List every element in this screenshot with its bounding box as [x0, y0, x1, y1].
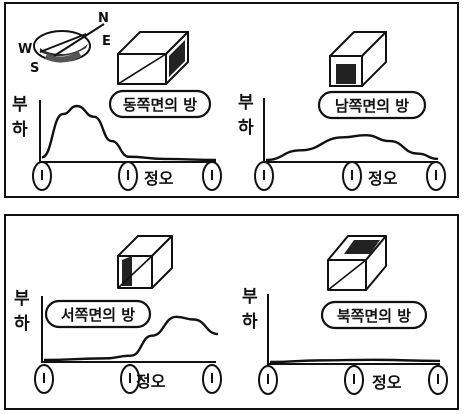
compass-west-label: W — [18, 42, 32, 57]
west-room-chart: 부 하 서쪽면의 방 정오 — [14, 289, 222, 394]
east-room-label: 동쪽면의 방 — [123, 96, 197, 114]
north-room-box-icon — [327, 235, 387, 291]
west-load-curve — [43, 315, 219, 362]
east-load-curve — [41, 104, 217, 162]
compass-terrain — [44, 51, 82, 63]
south-room-chart: 부 하 남쪽면의 방 정오 — [238, 90, 446, 191]
south-load-curve — [265, 133, 439, 162]
north-y-label-top: 부 — [242, 287, 258, 307]
east-room-chart: 부 하 동쪽면의 방 정오 — [12, 89, 222, 191]
east-y-label-top: 부 — [12, 95, 28, 115]
north-y-label-bottom: 하 — [242, 312, 258, 332]
east-noon-label: 정오 — [144, 169, 174, 188]
north-chart-axes — [267, 294, 440, 365]
bottom-panel: 부 하 서쪽면의 방 정오 부 하 북쪽면의 방 — [4, 214, 459, 410]
west-room-box-icon — [117, 235, 173, 289]
compass-diagram: N E W S — [18, 11, 111, 76]
compass-needle — [53, 23, 105, 57]
compass-shade — [40, 44, 88, 57]
west-chart-axes — [41, 296, 216, 363]
compass-south-label: S — [30, 61, 39, 76]
east-room-label-pill — [108, 89, 212, 119]
south-room-label: 남쪽면의 방 — [335, 97, 409, 115]
west-room-label: 서쪽면의 방 — [61, 306, 135, 324]
top-panel-drawing: N E W S 부 하 동쪽면의 방 — [12, 11, 446, 191]
south-noon-label: 정오 — [368, 169, 398, 188]
south-y-label-bottom: 하 — [238, 118, 254, 138]
west-y-label-bottom: 하 — [14, 314, 30, 334]
north-load-curve — [269, 358, 441, 364]
bottom-panel-drawing: 부 하 서쪽면의 방 정오 부 하 북쪽면의 방 — [14, 235, 448, 395]
compass-ew-line — [39, 33, 87, 53]
south-y-label-top: 부 — [238, 93, 254, 113]
compass-east-label: E — [102, 34, 111, 49]
west-y-label-top: 부 — [14, 289, 30, 309]
west-room-label-pill — [44, 299, 152, 329]
east-y-label-bottom: 하 — [12, 120, 28, 140]
north-room-chart: 부 하 북쪽면의 방 정오 — [242, 287, 448, 395]
south-room-box-icon — [329, 31, 387, 87]
top-panel: N E W S 부 하 동쪽면의 방 — [4, 2, 459, 198]
north-room-label-pill — [320, 300, 428, 330]
east-room-box-icon — [117, 31, 189, 85]
south-room-label-pill — [317, 90, 427, 120]
compass-north-label: N — [98, 11, 109, 26]
north-room-label: 북쪽면의 방 — [337, 307, 411, 325]
west-noon-label: 정오 — [136, 372, 166, 391]
north-noon-label: 정오 — [372, 373, 402, 392]
